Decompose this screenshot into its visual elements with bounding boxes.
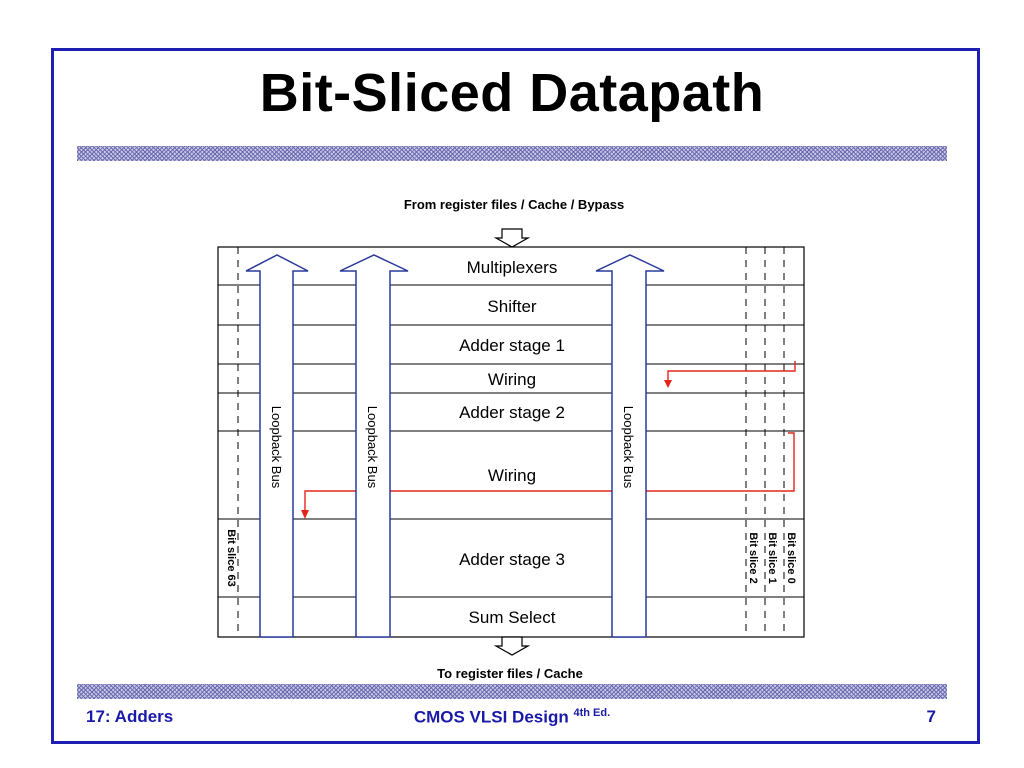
footer-edition: 4th Ed. bbox=[573, 707, 611, 719]
slide-frame bbox=[51, 48, 980, 744]
bit-slice-lines bbox=[237, 247, 785, 637]
row-label-shifter: Shifter bbox=[487, 297, 536, 316]
bit-slice-1-label: Bit slice 1 bbox=[766, 532, 778, 583]
wiring-path-1 bbox=[664, 361, 796, 388]
loopback-bus-3 bbox=[595, 254, 665, 638]
wiring-path-2 bbox=[301, 432, 795, 519]
row-label-adder-stage-2: Adder stage 2 bbox=[459, 403, 565, 422]
top-divider-band bbox=[77, 146, 947, 161]
loopback-bus-2 bbox=[339, 254, 409, 638]
slide-title: Bit-Sliced Datapath bbox=[259, 63, 765, 123]
bit-slice-2-label: Bit slice 2 bbox=[747, 532, 759, 583]
row-label-adder-stage-3: Adder stage 3 bbox=[459, 550, 565, 569]
row-label-wiring-1: Wiring bbox=[488, 370, 536, 389]
bus-label-2: Loopback Bus bbox=[365, 406, 380, 489]
bus-label-3: Loopback Bus bbox=[621, 406, 636, 489]
footer-chapter: 17: Adders bbox=[86, 707, 174, 726]
datapath-box bbox=[217, 246, 805, 638]
row-label-wiring-2: Wiring bbox=[488, 466, 536, 485]
bottom-label: To register files / Cache bbox=[437, 666, 583, 681]
top-label: From register files / Cache / Bypass bbox=[404, 197, 624, 212]
footer-course: CMOS VLSI Design 4th Ed. bbox=[0, 707, 1024, 728]
row-label-sum-select: Sum Select bbox=[469, 608, 556, 627]
footer-page-number: 7 bbox=[926, 707, 936, 726]
datapath-diagram: From register files / Cache / Bypass bbox=[150, 185, 850, 685]
row-dividers bbox=[218, 284, 804, 598]
bit-slice-63-label: Bit slice 63 bbox=[225, 529, 237, 586]
row-label-adder-stage-1: Adder stage 1 bbox=[459, 336, 565, 355]
input-arrow bbox=[493, 228, 531, 248]
bottom-divider-band bbox=[77, 684, 947, 699]
output-arrow bbox=[493, 636, 531, 656]
row-label-multiplexers: Multiplexers bbox=[467, 258, 558, 277]
footer-course-title: CMOS VLSI Design bbox=[413, 707, 569, 727]
loopback-bus-1 bbox=[245, 254, 309, 638]
bit-slice-0-label: Bit slice 0 bbox=[785, 532, 797, 583]
bus-label-1: Loopback Bus bbox=[269, 406, 284, 489]
